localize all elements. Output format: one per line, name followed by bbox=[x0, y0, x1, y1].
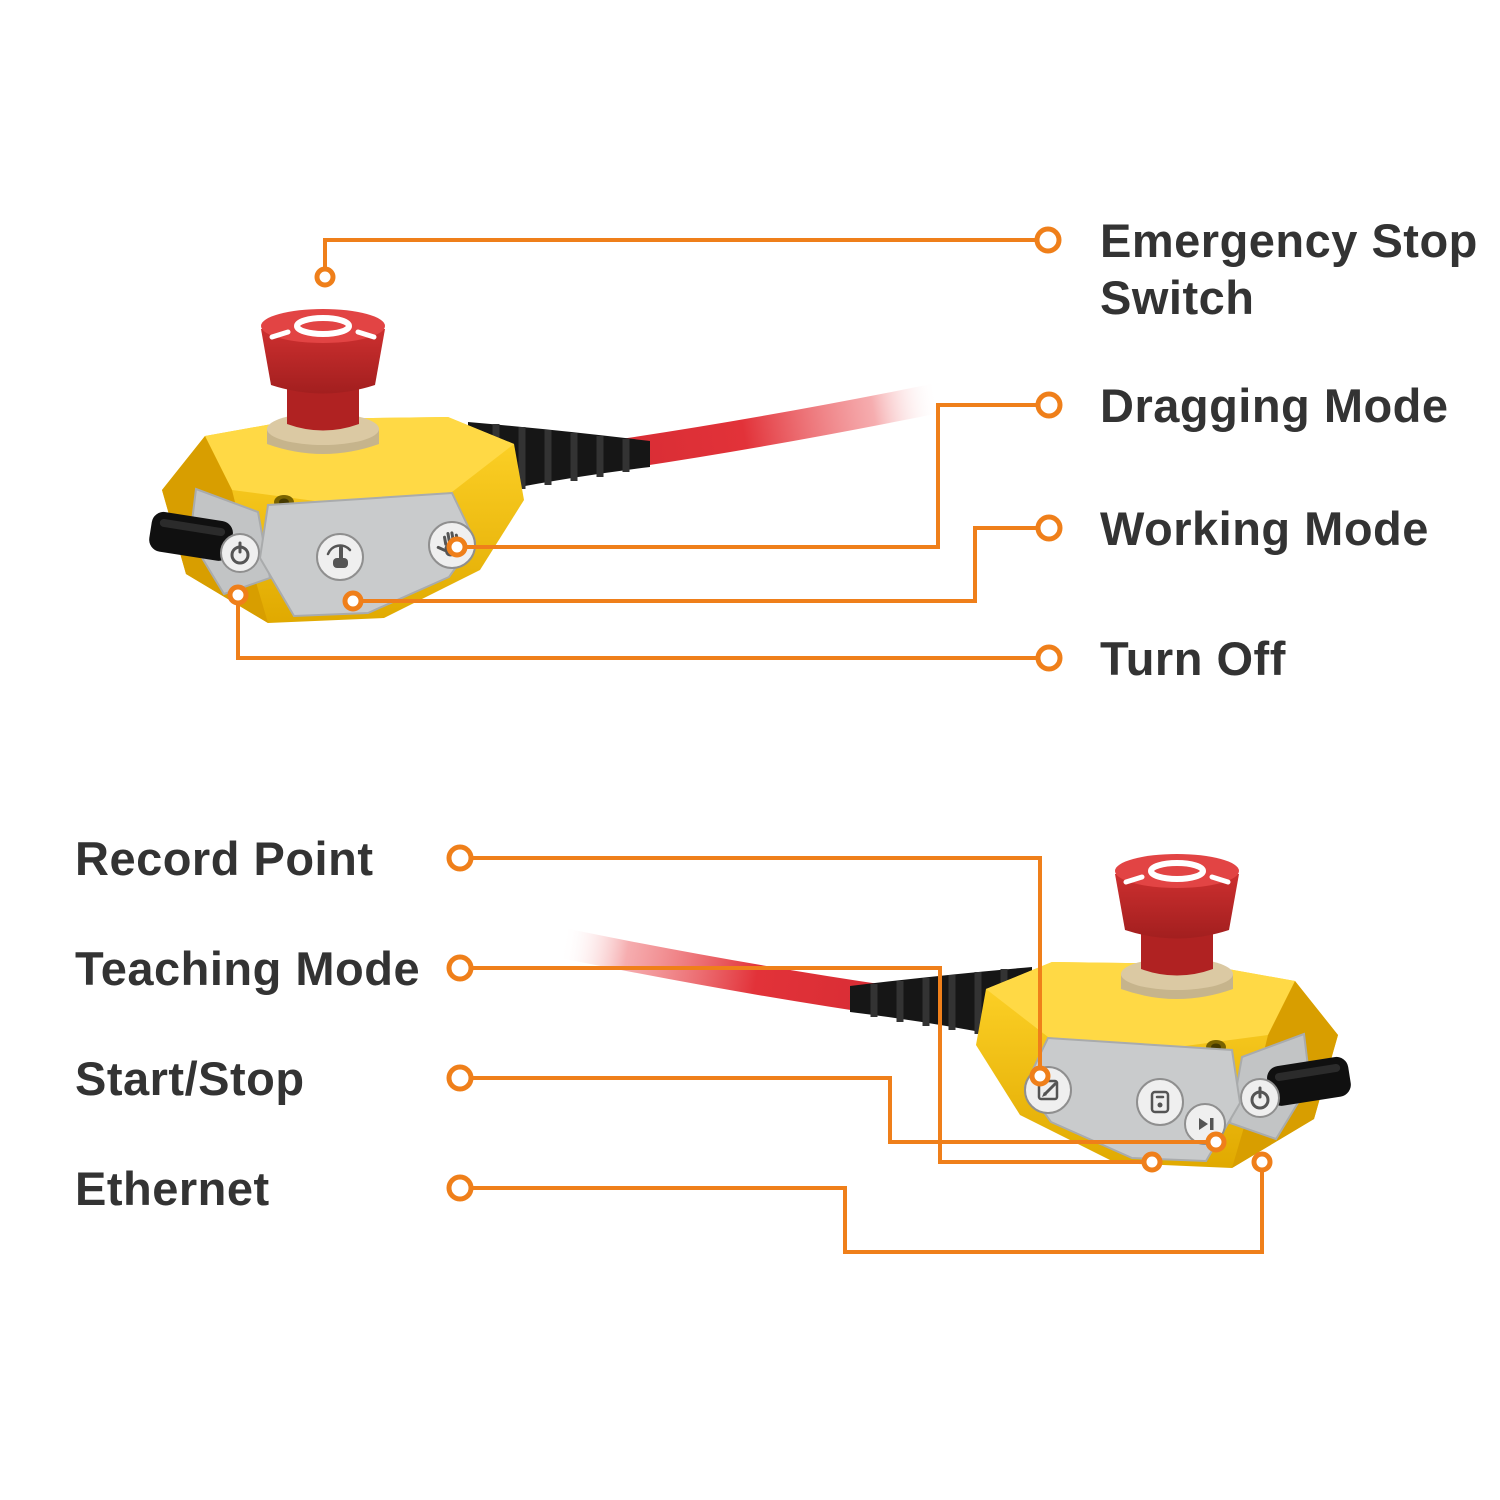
label-record-point: Record Point bbox=[75, 832, 374, 885]
callout-dot-dragging-label bbox=[1035, 391, 1063, 419]
callout-dot-emergency-end bbox=[314, 266, 336, 288]
callout-dot-teaching-label bbox=[446, 954, 474, 982]
callout-lines bbox=[236, 238, 1264, 1254]
callout-dot-emergency-label bbox=[1034, 226, 1062, 254]
callout-dots bbox=[227, 226, 1273, 1202]
callout-dot-working-end bbox=[342, 590, 364, 612]
callout-dot-teaching-end bbox=[1141, 1151, 1163, 1173]
callout-dot-record-label bbox=[446, 844, 474, 872]
callout-line-record-point bbox=[471, 856, 1042, 1068]
label-ethernet: Ethernet bbox=[75, 1162, 270, 1215]
callout-dot-dragging-end bbox=[446, 536, 468, 558]
callout-dot-startstop-end bbox=[1205, 1131, 1227, 1153]
callout-dot-working-label bbox=[1035, 514, 1063, 542]
label-teaching-mode: Teaching Mode bbox=[75, 942, 421, 995]
teaching-pendant-icon bbox=[1150, 1090, 1170, 1114]
callout-line-start-stop bbox=[471, 1076, 1208, 1144]
label-turn-off: Turn Off bbox=[1100, 632, 1286, 685]
callout-line-working-mode bbox=[361, 526, 1038, 603]
label-dragging-mode: Dragging Mode bbox=[1100, 379, 1449, 432]
estop-device-bottom bbox=[562, 854, 1353, 1168]
callout-dot-turnoff-label bbox=[1035, 644, 1063, 672]
callout-line-emergency-stop bbox=[323, 238, 1037, 269]
label-emergency-stop-switch: Emergency Stop Switch bbox=[1100, 214, 1478, 325]
callout-line-ethernet bbox=[471, 1170, 1264, 1254]
callout-line-turn-off bbox=[236, 603, 1038, 660]
callout-dot-ethernet-label bbox=[446, 1174, 474, 1202]
play-pause-icon bbox=[1199, 1118, 1208, 1130]
callout-line-dragging-mode bbox=[465, 403, 1038, 549]
callout-dot-record-end bbox=[1029, 1065, 1051, 1087]
label-start-stop: Start/Stop bbox=[75, 1052, 305, 1105]
working-hand-icon bbox=[326, 544, 352, 568]
callout-dot-startstop-label bbox=[446, 1064, 474, 1092]
callout-line-teaching-mode bbox=[471, 966, 1144, 1164]
callout-dot-ethernet-end bbox=[1251, 1151, 1273, 1173]
estop-device-top bbox=[147, 309, 938, 623]
label-working-mode: Working Mode bbox=[1100, 502, 1429, 555]
callout-dot-turnoff-end bbox=[227, 584, 249, 606]
